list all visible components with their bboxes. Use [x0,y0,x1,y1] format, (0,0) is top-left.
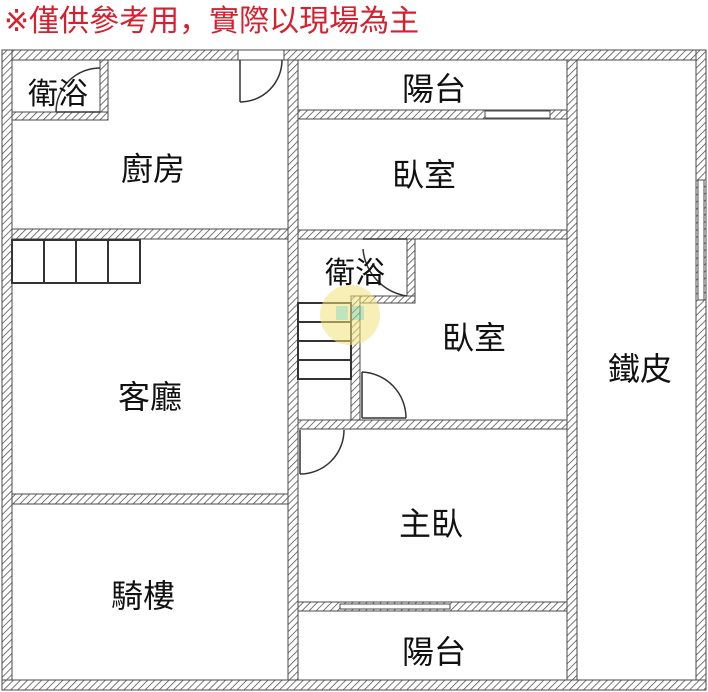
wall-left [1,49,13,691]
wall-bottom [1,679,707,691]
stair-step [75,239,109,284]
label-tin-shed: 鐵皮 [608,350,672,388]
stairs-living [11,239,141,284]
label-bath-top: 衛浴 [28,77,88,112]
window-balcony-top [484,110,551,119]
stair-step [43,239,77,284]
wall-living-arcade [11,493,289,505]
door-master [299,429,345,475]
window-master [339,603,451,610]
watermark-logo [320,285,380,345]
window-kitchen [237,49,285,61]
stair-step [107,239,141,284]
label-balcony-bottom: 陽台 [402,633,466,671]
stair-step [297,359,352,380]
window-shed [697,179,705,301]
label-master-bedroom: 主臥 [399,505,463,543]
interior-walls [11,59,578,681]
disclaimer-text: ※僅供參考用，實際以現場為主 [4,4,420,39]
door-kitchen [239,59,283,103]
wall-right [695,49,707,691]
stair-step [11,239,45,284]
wall-bedroom-bedroom [297,229,568,240]
wall-bath-top-side [99,59,109,119]
exterior-walls [1,49,707,691]
wall-bedroom-master [297,419,568,430]
label-arcade: 騎樓 [111,577,175,615]
wall-bath-top-bottom [11,111,109,121]
door-bath-mid [362,238,408,297]
label-bath-mid: 衛浴 [325,256,385,291]
label-kitchen: 廚房 [121,150,185,188]
openings [237,49,705,610]
doors [55,59,408,475]
wall-shed-vertical [566,59,578,681]
label-balcony-top: 陽台 [402,70,466,108]
label-living-room: 客廳 [118,378,182,416]
door-bedroom-mid [361,371,407,419]
door-bath-top [55,67,101,113]
label-bedroom-upper: 臥室 [392,156,456,194]
label-bedroom-mid: 臥室 [442,319,506,357]
wall-balcony-bedroom [297,109,568,120]
wall-kitchen-living [11,228,289,240]
wall-center-vertical [287,59,299,681]
wall-bath-mid-side [406,238,416,297]
wall-top [1,49,707,61]
